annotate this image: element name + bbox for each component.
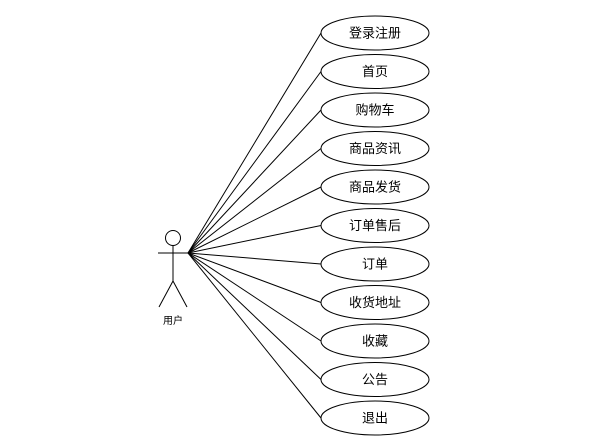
association-line [187, 32, 322, 254]
association-line [187, 148, 322, 254]
use-case: 收货地址 [320, 285, 430, 320]
actor-user: 用户 [158, 230, 188, 327]
use-case-label: 商品资讯 [349, 142, 401, 157]
use-case-label: 首页 [362, 65, 388, 80]
use-case-ellipse [320, 246, 430, 282]
use-case: 订单 [320, 246, 430, 282]
use-case: 商品发货 [320, 169, 430, 205]
actor-label: 用户 [163, 314, 183, 327]
association-line [187, 252, 322, 342]
use-case-ellipse [320, 15, 430, 51]
use-case: 购物车 [320, 92, 430, 128]
use-case-label: 收货地址 [349, 295, 401, 311]
use-case: 订单售后 [320, 208, 430, 243]
use-case: 商品资讯 [320, 131, 430, 166]
use-case-ellipse [320, 323, 430, 359]
use-case-label: 收藏 [362, 335, 388, 350]
association-line [187, 252, 322, 419]
actor-head [165, 230, 181, 246]
use-case-ellipse [320, 208, 430, 243]
actor-right-leg [172, 280, 188, 308]
use-case-ellipse [320, 92, 430, 128]
use-case-label: 公告 [362, 373, 388, 388]
use-case-ellipse [320, 54, 430, 89]
use-case-label: 订单 [362, 258, 388, 273]
use-case: 公告 [320, 362, 430, 397]
association-line [187, 186, 322, 254]
use-case-ellipse [320, 285, 430, 320]
use-case-label: 登录注册 [349, 27, 401, 42]
association-line [187, 225, 322, 254]
use-case-label: 商品发货 [349, 180, 401, 196]
use-case: 登录注册 [320, 15, 430, 51]
use-case-ellipse [320, 131, 430, 166]
actor-left-leg [158, 280, 174, 308]
association-line [187, 252, 322, 303]
association-line [187, 71, 322, 254]
association-line [187, 109, 322, 254]
use-case: 收藏 [320, 323, 430, 359]
use-case-ellipse [320, 169, 430, 205]
use-case-label: 购物车 [355, 103, 394, 119]
use-case-label: 订单售后 [349, 218, 401, 234]
use-case: 首页 [320, 54, 430, 89]
association-line [187, 252, 322, 265]
use-case-ellipse [320, 362, 430, 397]
use-case-ellipse [320, 400, 430, 436]
use-case-label: 退出 [362, 412, 388, 427]
association-line [187, 252, 322, 380]
association-lines [187, 32, 322, 419]
use-case: 退出 [320, 400, 430, 436]
